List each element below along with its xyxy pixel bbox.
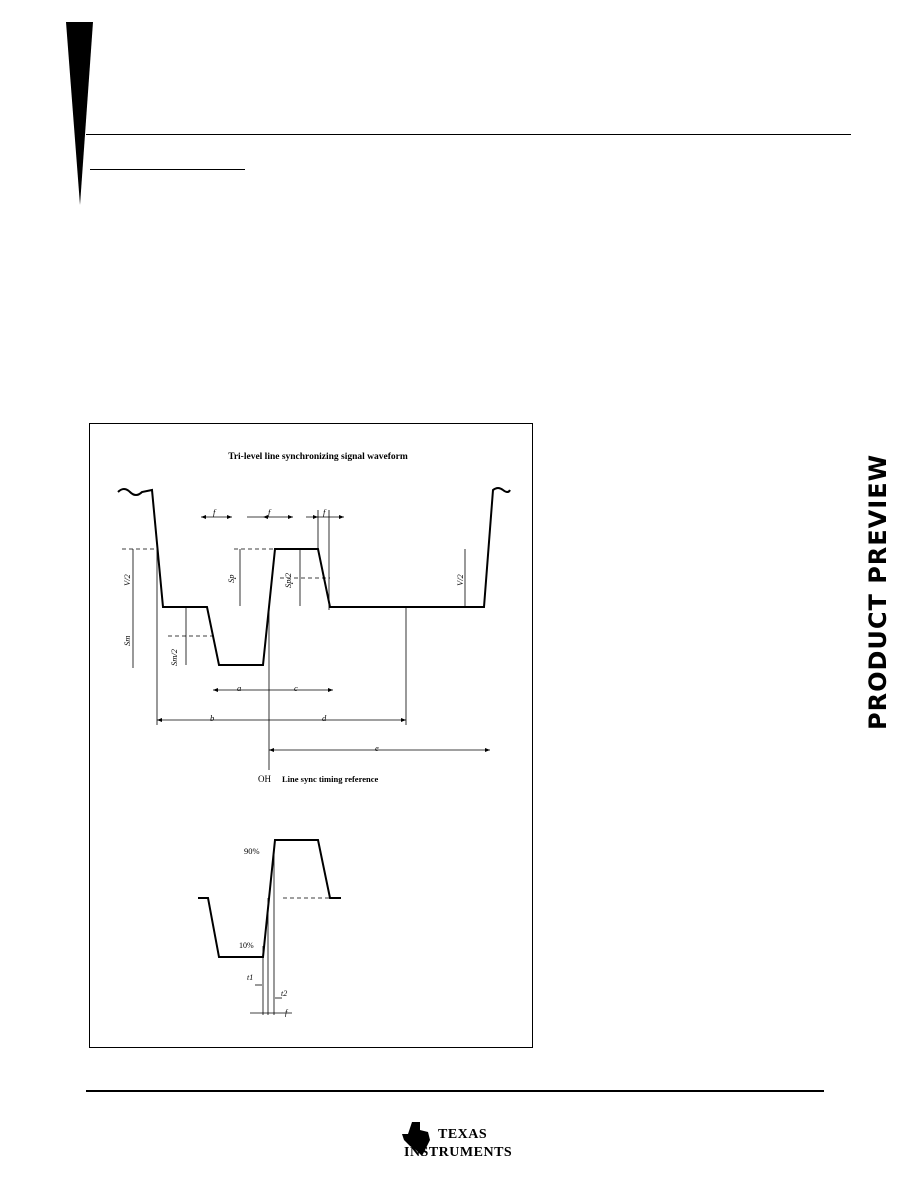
label-c: c — [294, 683, 298, 693]
dashed-guides — [122, 548, 330, 637]
waveform-diagram: ONLY Tri-level line synchronizing signal… — [117, 452, 612, 1017]
footer-rule — [86, 1090, 824, 1092]
label-reference: Line sync timing reference — [282, 774, 378, 784]
header-rule — [86, 134, 851, 135]
label-sp: Sp — [226, 575, 236, 584]
label-t2: t2 — [281, 989, 287, 998]
texas-instruments-logo: TEXAS INSTRUMENTS — [402, 1122, 512, 1160]
label-f-3: f — [323, 507, 327, 517]
watermark-text: ONLY — [523, 520, 532, 617]
label-f-2: f — [268, 507, 272, 517]
label-sm: Sm — [122, 636, 132, 646]
dimension-arrows — [157, 515, 490, 752]
label-sm-half: Sm/2 — [169, 648, 179, 666]
label-v-half-right: V/2 — [455, 573, 465, 586]
logo-line-instruments: INSTRUMENTS — [404, 1145, 512, 1160]
logo-line-texas: TEXAS — [438, 1127, 487, 1142]
label-a: a — [237, 683, 241, 693]
rise-time-guides — [250, 851, 330, 1015]
dimension-lines — [132, 510, 490, 770]
label-b: b — [210, 713, 214, 723]
label-f-4: f — [285, 1008, 289, 1017]
label-sp-half: Sp/2 — [283, 572, 293, 588]
label-90-percent: 90% — [244, 846, 260, 856]
label-v-half-left: V/2 — [122, 573, 132, 586]
header-side-bar — [66, 22, 93, 205]
product-preview-label: PRODUCT PREVIEW — [864, 453, 892, 730]
label-e: e — [375, 743, 379, 753]
rise-time-waveform — [198, 839, 341, 958]
label-oh: OH — [258, 774, 271, 784]
label-10-percent: 10% — [239, 941, 254, 950]
header-subrule — [90, 169, 245, 170]
label-d: d — [322, 713, 327, 723]
figure-title: Tri-level line synchronizing signal wave… — [228, 452, 408, 462]
texas-state-icon — [402, 1122, 430, 1156]
waveform-figure: ONLY Tri-level line synchronizing signal… — [89, 423, 612, 1048]
sync-waveform — [117, 487, 511, 666]
label-t1: t1 — [247, 973, 253, 982]
label-f-1: f — [213, 507, 217, 517]
